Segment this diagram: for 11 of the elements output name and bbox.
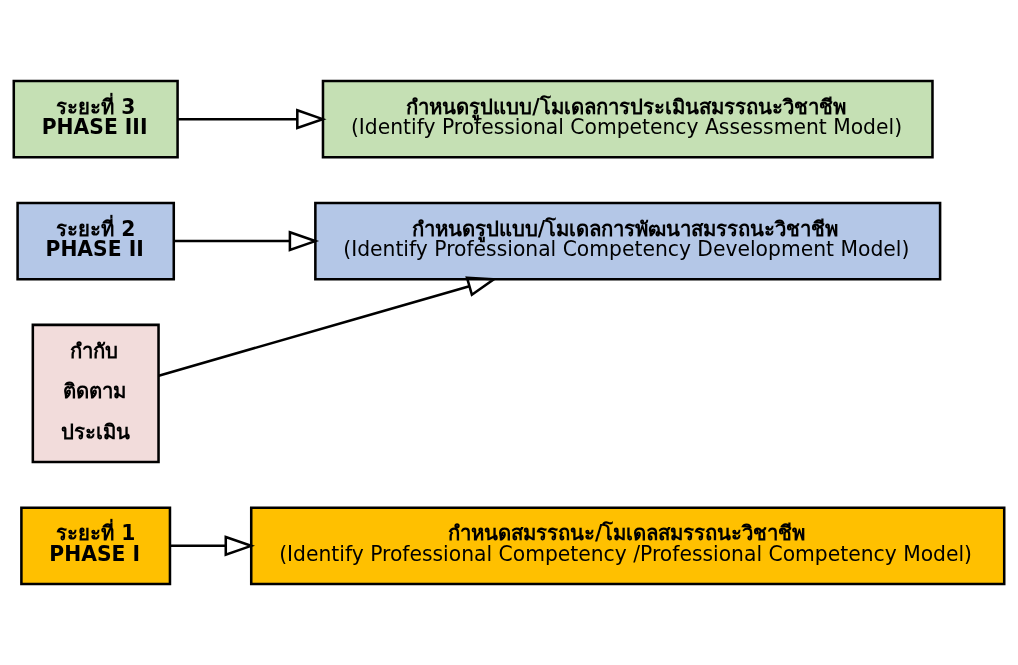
node-box: ระยะที่ 1 PHASE I [20,506,172,586]
arrow [158,276,498,377]
node-box: ระยะที่ 3 PHASE III [12,79,179,159]
node-box: กำกับ ติดตาม ประเมิน [31,323,160,464]
node-box: กำหนดรูปแบบ/โมเดลการพัฒนาสมรรถนะวิชาชีพ (Identify Professional Competency Development Model) [314,201,942,281]
node-box: กำหนดรูปแบบ/โมเดลการประเมินสมรรถนะวิชาชีพ (Identify Professional Competency Assessment Model) [321,79,934,159]
arrow [170,535,255,557]
arrow [173,230,320,252]
node-box: ระยะที่ 2 PHASE II [16,201,176,281]
node-box: กำหนดสมรรถนะ/โมเดลสมรรถนะวิชาชีพ (Identify Professional Competency /Professional Competency Model) [249,506,1006,586]
arrow [177,108,327,130]
